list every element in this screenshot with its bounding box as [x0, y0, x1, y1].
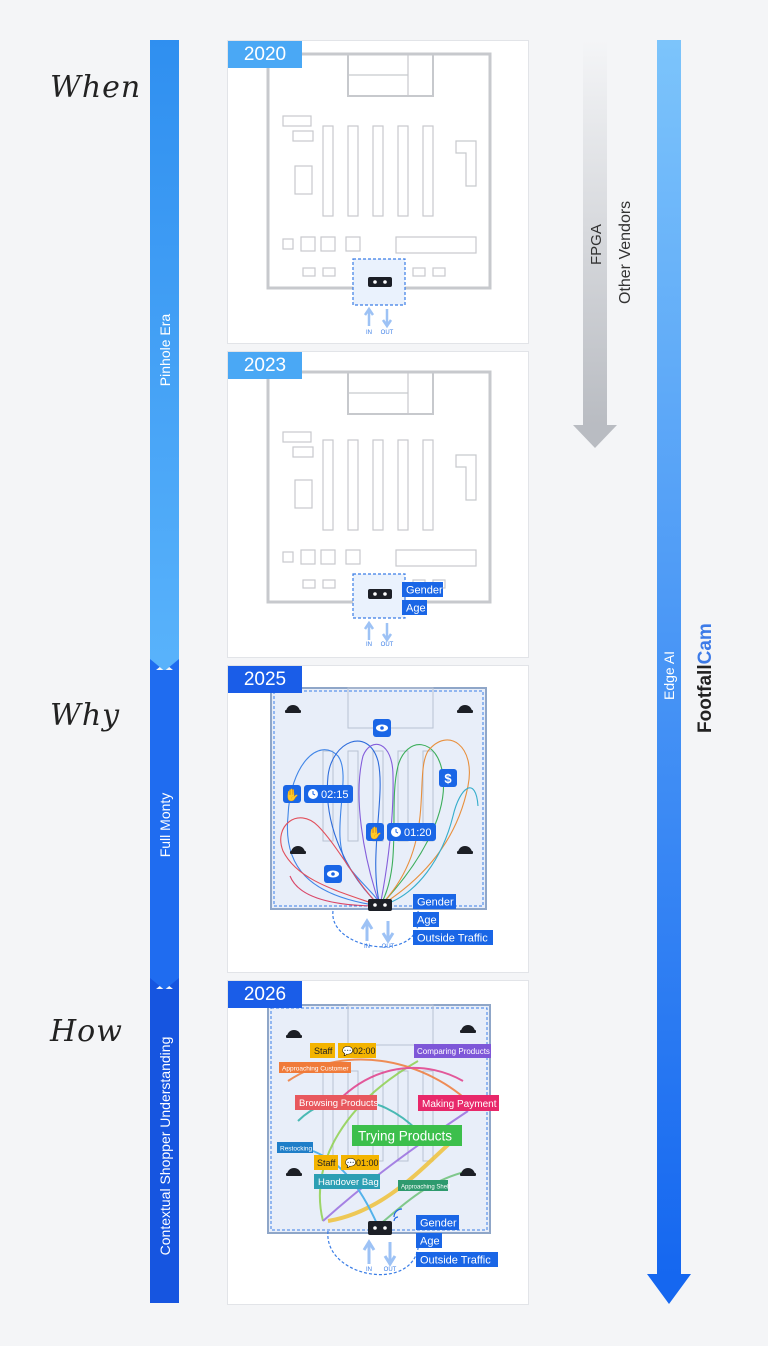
tag-age: [402, 600, 427, 615]
wireless-icon: [393, 1208, 403, 1222]
tag-handover-text: Handover Bag: [318, 1177, 379, 1188]
tag-making-payment: [418, 1095, 499, 1111]
staff-time-2: 01:00: [356, 1158, 379, 1168]
counter-sensor-icon: [368, 1221, 392, 1235]
fpga-label: FPGA: [588, 224, 605, 265]
other-vendors-arrow: [573, 40, 617, 448]
tag-age-text: Age: [417, 915, 437, 927]
tag-outside-traffic: [416, 1252, 498, 1267]
flow-in-label: IN: [366, 642, 372, 648]
tag-approaching-customer: [279, 1062, 351, 1073]
tag-approaching-shelf-text: Approaching Shelf: [401, 1185, 450, 1191]
flow-in-label: IN: [366, 330, 372, 336]
flow-out-label: OUT: [384, 1267, 397, 1273]
panel-2025: $ ✋ 02:15 ✋ 01:20 IN OUT Gender Age Outs…: [227, 665, 529, 973]
phase-when-label: When: [50, 70, 142, 105]
svg-text:✋: ✋: [285, 788, 300, 802]
camera-icon: [285, 705, 473, 854]
staff-time-1: 02:00: [353, 1046, 376, 1056]
tag-outside-traffic-text: Outside Traffic: [417, 933, 488, 945]
tag-comparing-text: Comparing Products: [417, 1047, 490, 1056]
tag-handover-bag: [314, 1174, 380, 1189]
tag-restocking: [277, 1142, 313, 1153]
phase-how-label: How: [50, 1014, 123, 1049]
svg-text:✋: ✋: [368, 826, 383, 840]
tag-restocking-text: Restocking: [280, 1146, 313, 1153]
era-label-full-monty: Full Monty: [156, 792, 173, 858]
svg-text:💬: 💬: [342, 1045, 353, 1056]
floorplan-2026: Staff 💬 02:00 Comparing Products Approac…: [267, 1004, 499, 1276]
staff-tag-1: [310, 1043, 335, 1058]
year-badge-2023: 2023: [228, 352, 302, 379]
flow-out-label: OUT: [381, 642, 394, 648]
tag-gender-text: Gender: [417, 897, 454, 909]
tag-browsing-products: [295, 1095, 377, 1110]
svg-text:$: $: [444, 771, 452, 786]
camera-icon: [286, 1025, 476, 1176]
brand-part-cam: Cam: [695, 623, 716, 665]
brand-part-footfall: Footfall: [695, 664, 716, 733]
counter-sensor-icon: [368, 589, 392, 599]
era-bar-contextual: Contextual Shopper Understanding: [150, 989, 179, 1303]
era-chevron-2: [150, 978, 179, 994]
staff-tag-1-text: Staff: [314, 1046, 333, 1056]
staff-timer-1: [338, 1043, 376, 1058]
tag-age: [416, 1233, 442, 1248]
era-chevron-1: [150, 659, 179, 675]
svg-text:💬: 💬: [345, 1157, 356, 1168]
tag-age-text: Age: [420, 1236, 440, 1248]
era-bar-full-monty: Full Monty: [150, 670, 179, 980]
staff-tag-2-text: Staff: [317, 1158, 336, 1168]
floorplan-2025: $ ✋ 02:15 ✋ 01:20 IN OUT Gender Age Outs…: [270, 687, 493, 950]
hand-icon: [366, 823, 384, 841]
dwell-timer-2: [387, 823, 436, 841]
tag-making-payment-text: Making Payment: [422, 1099, 497, 1110]
edge-ai-arrow: [647, 40, 691, 1304]
flow-in-label: IN: [366, 1267, 372, 1273]
tag-trying-text: Trying Products: [358, 1129, 452, 1144]
floorplan-2020: IN OUT: [266, 52, 492, 336]
year-badge-2026: 2026: [228, 981, 302, 1008]
flow-in-label: IN: [364, 944, 370, 950]
brand-footfallcam: FootfallCam: [695, 623, 717, 733]
dollar-icon: [439, 769, 457, 787]
staff-timer-2: [341, 1155, 379, 1170]
tag-gender-text: Gender: [420, 1218, 457, 1230]
panel-2023: IN OUT Gender Age 2023: [227, 351, 529, 658]
tag-gender: [416, 1215, 459, 1230]
panel-2026: Staff 💬 02:00 Comparing Products Approac…: [227, 980, 529, 1305]
edge-ai-label: Edge AI: [661, 650, 677, 700]
tag-comparing-products: [414, 1044, 491, 1058]
tag-approaching-shelf: [398, 1180, 448, 1191]
year-badge-2025: 2025: [228, 666, 302, 693]
panel-2020: IN OUT 2020: [227, 40, 529, 344]
dwell-timer-1: [304, 785, 353, 803]
counter-sensor-icon: [368, 277, 392, 287]
tag-gender: [413, 894, 456, 909]
tag-gender-text: Gender: [406, 585, 443, 597]
era-label-contextual: Contextual Shopper Understanding: [156, 1036, 173, 1256]
counter-sensor-icon: [368, 899, 392, 911]
floorplan-2023: IN OUT Gender Age: [266, 370, 492, 648]
tag-outside-traffic: [413, 930, 493, 945]
year-badge-2020: 2020: [228, 41, 302, 68]
tag-gender: [402, 582, 443, 597]
staff-tag-2: [314, 1155, 338, 1170]
dwell-time-1: 02:15: [321, 789, 349, 801]
tag-outside-traffic-text: Outside Traffic: [420, 1255, 491, 1267]
phase-why-label: Why: [50, 698, 121, 733]
dwell-time-2: 01:20: [404, 827, 432, 839]
tag-browsing-text: Browsing Products: [299, 1098, 378, 1109]
eye-icon: [324, 719, 391, 883]
tag-age: [413, 912, 439, 927]
tag-approaching-customer-text: Approaching Customer: [282, 1066, 349, 1073]
tag-age-text: Age: [406, 603, 426, 615]
flow-out-label: OUT: [381, 330, 394, 336]
hand-icon: [283, 785, 301, 803]
flow-out-label: OUT: [382, 944, 395, 950]
era-bar-pinhole: Pinhole Era: [150, 40, 179, 660]
era-label-pinhole: Pinhole Era: [156, 313, 173, 387]
tag-trying-products: [352, 1125, 462, 1146]
other-vendors-label: Other Vendors: [617, 200, 634, 304]
